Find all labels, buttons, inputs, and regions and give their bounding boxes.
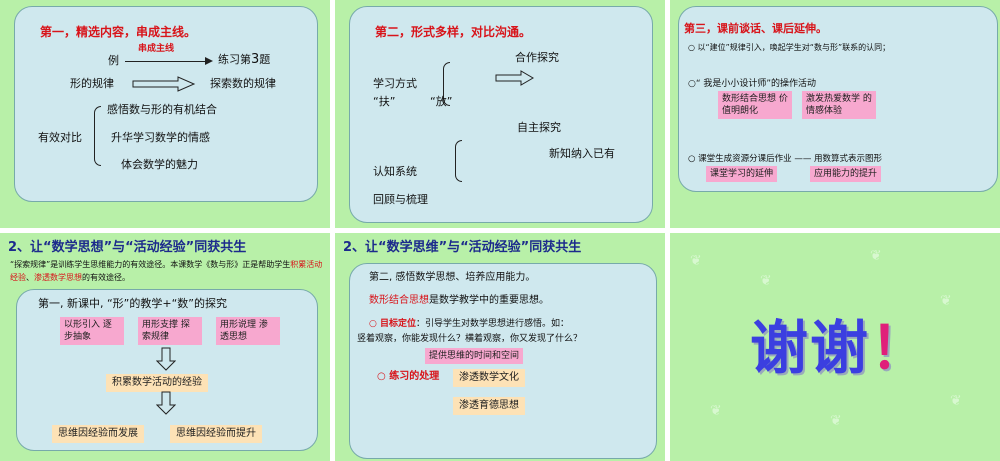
- tag-shape-intro: 以形引入 逐步抽象: [60, 317, 124, 346]
- slide-5-title: 2、让“数学思维”与“活动经验”同获共生: [343, 239, 643, 258]
- goal-label: ○ 目标定位: [369, 319, 416, 329]
- slide-3-line-3: ○ 课堂生成资源分课后作业 —— 用数算式表示图形: [688, 154, 883, 164]
- slide-3-line-2: ○“ 我是小小设计师”的操作活动: [688, 79, 817, 89]
- tag-shape-support: 用形支撑 探索规律: [138, 317, 202, 346]
- tag-value-clear: 数形结合思想 价值明朗化: [718, 91, 792, 120]
- slide-5-line-1: 第二, 感悟数学思想、培养应用能力。: [369, 272, 536, 283]
- intro-red-2: 渗透数学思想: [34, 272, 82, 282]
- intro-text-2: 、: [26, 272, 34, 282]
- slide-4-title-text: 2、让“数学思想”与“活动经验”同获共生: [8, 240, 247, 255]
- contrast-item-2: 升华学习数学的情感: [111, 131, 210, 144]
- tag-class-extension: 课堂学习的延伸: [706, 166, 778, 183]
- contrast-brace: [94, 106, 101, 166]
- number-rule: 探索数的规律: [210, 77, 276, 90]
- practice-label: ○ 练习的处理: [377, 371, 440, 382]
- butterfly-icon: ❦: [950, 393, 962, 409]
- hollow-arrow-icon: [495, 70, 534, 86]
- main-line-label: 串成主线: [138, 44, 175, 54]
- butterfly-icon: ❦: [830, 413, 842, 429]
- practice-ti: 题: [259, 53, 271, 66]
- slide-4-title: 2、让“数学思想”与“活动经验”同获共生: [8, 239, 308, 258]
- slide-5[interactable]: 2、让“数学思维”与“活动经验”同获共生 第二, 感悟数学思想、培养应用能力。 …: [335, 233, 665, 461]
- butterfly-icon: ❦: [710, 403, 722, 419]
- cognitive-system: 认知系统: [373, 165, 417, 178]
- example-label: 例: [108, 54, 119, 67]
- tag-think-time: 提供思维的时间和空间: [425, 348, 524, 365]
- support-label: “扶”: [373, 95, 396, 108]
- down-arrow-icon: [155, 347, 177, 371]
- system-brace: [455, 140, 462, 182]
- tag-application: 应用能力的提升: [810, 166, 882, 183]
- method-brace: [443, 62, 450, 106]
- slide-2-heading: 第二，形式多样，对比沟通。: [375, 25, 532, 39]
- down-arrow-2: [155, 391, 177, 419]
- slide-5-title-text: 2、让“数学思维”与“活动经验”同获共生: [343, 240, 582, 255]
- slide-4-box: [16, 289, 318, 451]
- review-summary: 回顾与梳理: [373, 193, 428, 206]
- practice-text: 练习第: [218, 53, 251, 66]
- accumulate-experience: 积累数学活动的经验: [106, 374, 208, 392]
- practice-label: 练习第3题: [218, 53, 270, 66]
- intro-red-1: 积累活动经验: [10, 260, 323, 282]
- contrast-item-1: 感悟数与形的有机结合: [107, 103, 217, 116]
- self-explore: 自主探究: [517, 121, 561, 134]
- intro-text-1: “探索规律”是训练学生思维能力的有效途径。本课数学《数与形》正是帮助学生: [10, 260, 291, 269]
- thanks-text: 谢谢！: [750, 301, 930, 385]
- down-arrow-icon: [155, 391, 177, 415]
- thanks-exclamation: ！: [870, 314, 931, 382]
- slide-3[interactable]: 第三，课前谈话、课后延伸。 ○ 以“建位”规律引入，唤起学生对“数与形”联系的认…: [670, 0, 1000, 228]
- butterfly-icon: ❦: [690, 253, 702, 269]
- slide-1-heading: 第一，精选内容，串成主线。: [40, 25, 197, 39]
- thinking-improve: 思维因经验而提升: [170, 425, 262, 443]
- goal-line-2: 竖着观察，你能发现什么？横着观察，你又发现了什么？: [357, 334, 583, 344]
- math-culture: 渗透数学文化: [453, 369, 525, 387]
- slide-2-box: [349, 6, 653, 223]
- thinking-develop: 思维因经验而发展: [52, 425, 144, 443]
- slide-1-box: [14, 6, 318, 202]
- coop-explore: 合作探究: [515, 51, 559, 64]
- moral-education: 渗透育德思想: [453, 397, 525, 415]
- intro-text-3: 的有效途径。: [82, 272, 130, 282]
- thanks-word: 谢谢: [750, 314, 871, 382]
- line-2-rest: 是数学教学中的重要思想。: [429, 295, 549, 306]
- practice-number: 3: [251, 52, 260, 67]
- tag-shape-reason: 用形说理 渗透思想: [216, 317, 280, 346]
- rule-arrow: [132, 76, 196, 96]
- method-arrow: [495, 70, 535, 90]
- down-arrow-1: [155, 347, 177, 375]
- contrast-label: 有效对比: [38, 131, 82, 144]
- contrast-item-3: 体会数学的魅力: [121, 158, 198, 171]
- butterfly-icon: ❦: [760, 273, 772, 289]
- slide-3-line-1: ○ 以“建位”规律引入，唤起学生对“数与形”联系的认同；: [688, 43, 891, 52]
- slide-6[interactable]: ❦ ❦ ❦ ❦ ❦ ❦ ❦ 谢谢！: [670, 233, 1000, 461]
- example-line: [125, 61, 207, 62]
- tag-love-math: 激发热爱数学 的情感体验: [802, 91, 876, 120]
- slide-3-heading: 第三，课前谈话、课后延伸。: [684, 22, 827, 35]
- shape-rule: 形的规律: [70, 77, 114, 90]
- example-arrowhead: [205, 57, 213, 65]
- slide-5-line-2: 数形结合思想是数学教学中的重要思想。: [369, 296, 549, 306]
- slide-1[interactable]: 第一，精选内容，串成主线。 串成主线 例 练习第3题 形的规律 探索数的规律 有…: [0, 0, 330, 228]
- slide-4[interactable]: 2、让“数学思想”与“活动经验”同获共生 “探索规律”是训练学生思维能力的有效途…: [0, 233, 330, 461]
- butterfly-icon: ❦: [870, 248, 882, 264]
- goal-text: ：引导学生对数学思想进行感悟。如：: [416, 319, 570, 329]
- goal-line: ○ 目标定位：引导学生对数学思想进行感悟。如：: [369, 320, 569, 329]
- slide-2[interactable]: 第二，形式多样，对比沟通。 合作探究 学习方式 “扶” “放” 自主探究 新知纳…: [335, 0, 665, 228]
- learning-method: 学习方式: [373, 77, 417, 90]
- number-shape-idea: 数形结合思想: [369, 295, 429, 306]
- butterfly-icon: ❦: [940, 293, 952, 309]
- release-label: “放”: [430, 95, 453, 108]
- slide-4-intro: “探索规律”是训练学生思维能力的有效途径。本课数学《数与形》正是帮助学生积累活动…: [10, 259, 325, 285]
- new-knowledge: 新知纳入已有: [549, 147, 615, 160]
- hollow-arrow-icon: [132, 76, 196, 92]
- slide-4-box-heading: 第一, 新课中, “形”的教学+“数”的探究: [38, 297, 227, 310]
